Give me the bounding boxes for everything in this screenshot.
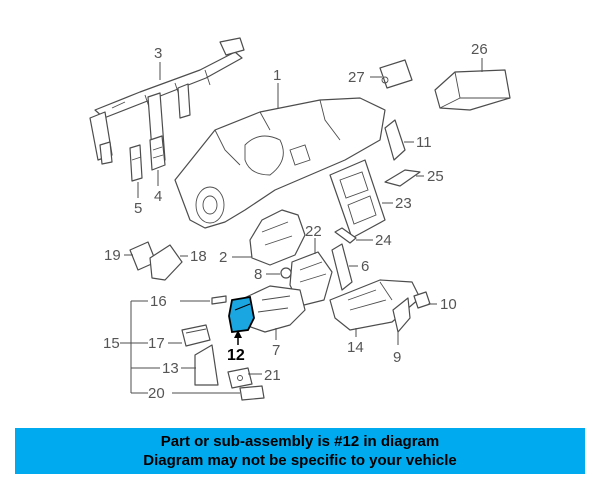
banner-line-2: Diagram may not be specific to your vehi… — [143, 452, 457, 469]
part-17-module[interactable] — [181, 324, 211, 347]
part-4-bracket[interactable] — [149, 135, 166, 171]
part-6-side-panel[interactable] — [331, 243, 353, 291]
callout-8[interactable]: 8 — [254, 266, 262, 283]
part-5-bracket[interactable] — [129, 144, 143, 182]
part-7-lower-panel[interactable] — [239, 285, 306, 333]
callout-13[interactable]: 13 — [162, 360, 179, 377]
callout-14[interactable]: 14 — [347, 339, 364, 356]
callout-10[interactable]: 10 — [440, 296, 457, 313]
callout-21[interactable]: 21 — [264, 367, 281, 384]
callout-labels: 3 1 27 26 11 25 23 24 4 5 22 19 18 2 6 8… — [103, 41, 488, 402]
info-banner: Part or sub-assembly is #12 in diagram D… — [15, 428, 585, 474]
callout-2[interactable]: 2 — [219, 249, 227, 266]
part-13-cover[interactable] — [194, 344, 219, 386]
part-23-center-bezel[interactable] — [329, 159, 386, 239]
callout-15[interactable]: 15 — [103, 335, 120, 352]
part-24-clip[interactable] — [334, 227, 357, 244]
callout-11[interactable]: 11 — [416, 134, 432, 151]
parts-diagram: 3 1 27 26 11 25 23 24 4 5 22 19 18 2 6 8… — [89, 37, 511, 402]
part-1-instrument-panel[interactable] — [174, 97, 386, 229]
group-15-bracket — [120, 300, 160, 394]
part-9-trim[interactable] — [392, 297, 411, 333]
callout-9[interactable]: 9 — [393, 349, 401, 366]
part-20-clip[interactable] — [239, 385, 265, 401]
part-16-screw[interactable] — [211, 295, 227, 305]
callout-6[interactable]: 6 — [361, 258, 369, 275]
part-21-bracket[interactable] — [227, 367, 253, 389]
part-26-glove-box[interactable] — [434, 69, 511, 111]
callout-4[interactable]: 4 — [154, 188, 162, 205]
callout-16[interactable]: 16 — [150, 293, 167, 310]
callout-7[interactable]: 7 — [272, 342, 280, 359]
part-8-knob[interactable] — [280, 267, 292, 279]
part-2-cluster-hood[interactable] — [249, 209, 306, 266]
callout-26[interactable]: 26 — [471, 41, 488, 58]
callout-1[interactable]: 1 — [273, 67, 281, 84]
part-25-trim-strip[interactable] — [384, 169, 421, 187]
part-12-highlighted[interactable] — [228, 295, 255, 333]
part-27-vent[interactable] — [379, 59, 413, 89]
callout-22[interactable]: 22 — [305, 223, 322, 240]
callout-23[interactable]: 23 — [395, 195, 412, 212]
part-11-trim[interactable] — [384, 119, 406, 161]
banner-line-1: Part or sub-assembly is #12 in diagram — [160, 433, 440, 450]
callout-25[interactable]: 25 — [427, 168, 444, 185]
part-18-bracket[interactable] — [149, 244, 183, 281]
callout-27[interactable]: 27 — [348, 69, 365, 86]
callout-19[interactable]: 19 — [104, 247, 121, 264]
callout-3[interactable]: 3 — [154, 45, 162, 62]
callout-18[interactable]: 18 — [190, 248, 207, 265]
callout-5[interactable]: 5 — [134, 200, 142, 217]
callout-20[interactable]: 20 — [148, 385, 165, 402]
callout-12[interactable]: 12 — [227, 347, 245, 364]
callout-24[interactable]: 24 — [375, 232, 392, 249]
callout-17[interactable]: 17 — [148, 335, 165, 352]
